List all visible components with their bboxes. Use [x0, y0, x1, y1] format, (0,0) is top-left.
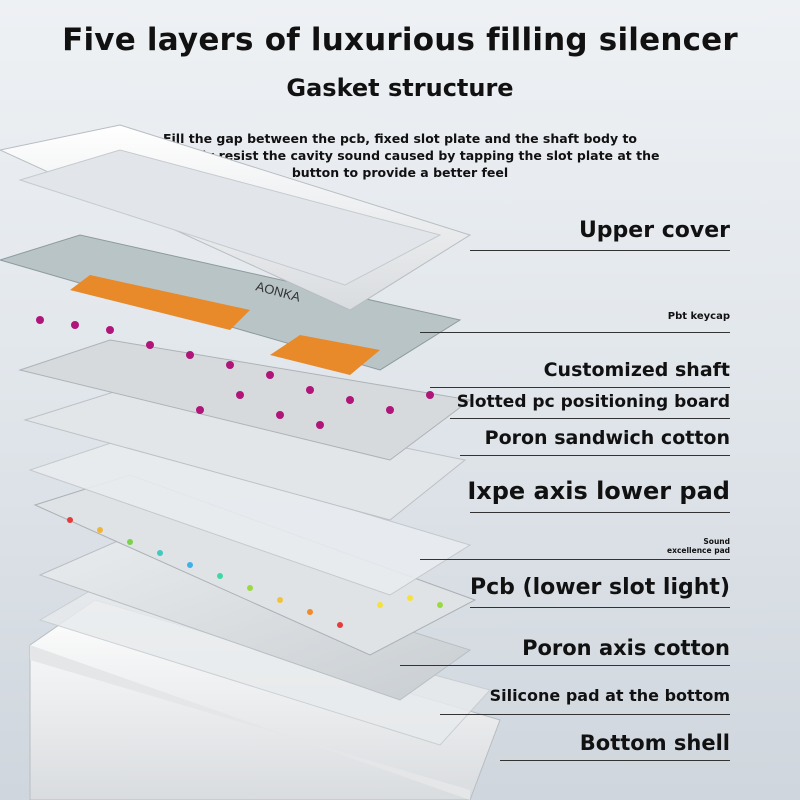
keycap-layer: [0, 234, 462, 375]
page-subtitle: Gasket structure: [286, 74, 514, 102]
poron-axis-cotton-layer: [38, 539, 472, 701]
upper-cover-layer: AONKA: [0, 124, 472, 311]
leader-line: [500, 760, 730, 761]
layer-label-bottom-shell: Bottom shell: [579, 731, 730, 755]
switch-layer: [36, 316, 434, 429]
ixpe-pad-layer: [28, 439, 472, 596]
layer-label-pbt-keycap: Pbt keycap: [667, 311, 730, 322]
page-title: Five layers of luxurious filling silence…: [62, 22, 738, 58]
poron-sandwich-layer: [23, 389, 467, 521]
sound-pad-label-line1: Sound: [703, 537, 730, 546]
layer-label-poron-sandwich: Poron sandwich cotton: [484, 427, 730, 449]
layer-label-silicone-pad: Silicone pad at the bottom: [489, 686, 730, 705]
leader-line: [420, 332, 730, 333]
layer-label-ixpe-pad: Ixpe axis lower pad: [467, 477, 730, 505]
leader-line: [430, 387, 730, 388]
layer-label-poron-axis: Poron axis cotton: [522, 636, 730, 660]
leader-line: [470, 512, 730, 513]
layer-label-sound-pad: Sound excellence pad: [667, 537, 730, 555]
layer-label-pcb: Pcb (lower slot light): [469, 575, 730, 600]
leader-line: [400, 665, 730, 666]
silicone-pad-layer: [38, 584, 491, 746]
leader-line: [450, 418, 730, 419]
leader-line: [420, 559, 730, 560]
leader-line: [440, 714, 730, 715]
sound-pad-label-line2: excellence pad: [667, 546, 730, 555]
leader-line: [470, 607, 730, 608]
leader-line: [470, 250, 730, 251]
layer-label-slotted-board: Slotted pc positioning board: [456, 392, 730, 412]
layer-label-upper-cover: Upper cover: [578, 218, 730, 243]
positioning-board-layer: [18, 339, 472, 461]
layer-label-customized-shaft: Customized shaft: [543, 359, 730, 381]
description-text: Fill the gap between the pcb, fixed slot…: [140, 131, 660, 180]
leader-line: [460, 455, 730, 456]
